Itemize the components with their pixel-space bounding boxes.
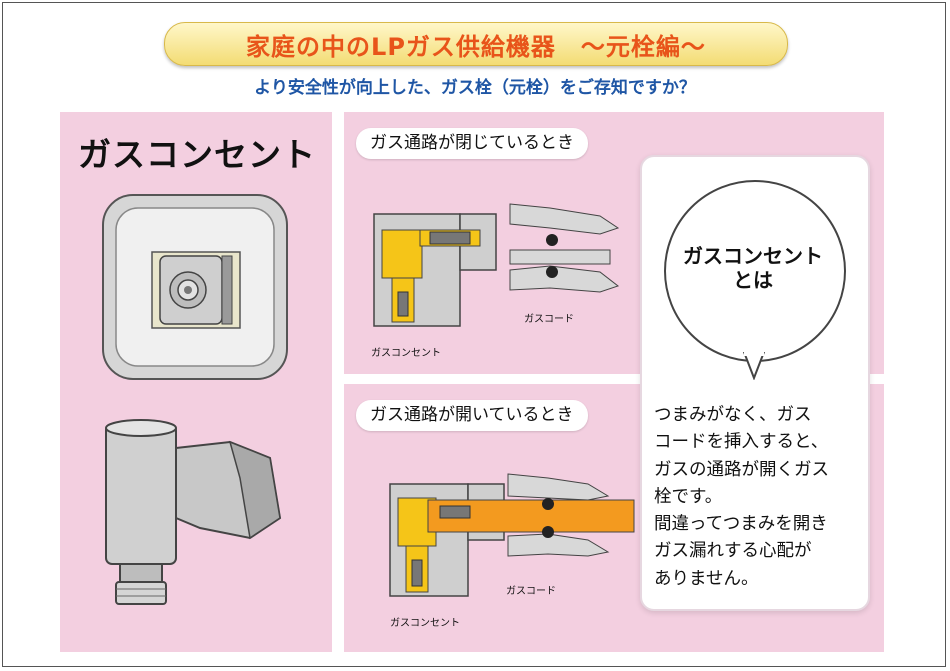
- desc-line: 間違ってつまみを開き: [654, 514, 828, 535]
- desc-line: 栓です。: [654, 486, 723, 507]
- open-cross-section-illustration: [389, 473, 635, 597]
- desc-line: ガス漏れする心配が: [654, 541, 812, 562]
- closed-cross-section-illustration: [373, 203, 620, 327]
- definition-circle: [664, 180, 846, 362]
- definition-heading: ガスコンセント とは: [683, 244, 823, 292]
- left-heading: ガスコンセント: [78, 135, 316, 174]
- gas-outlet-front-illustration: [102, 194, 288, 380]
- gas-outlet-side-illustration: [105, 419, 282, 605]
- open-state-tag: ガス通路が開いているとき: [356, 400, 588, 431]
- desc-line: ありません。: [654, 568, 759, 589]
- closed-state-tag: ガス通路が閉じているとき: [356, 128, 588, 159]
- page-title: 家庭の中のLPガス供給機器 ～元栓編～: [246, 32, 706, 61]
- open-cord-label: ガスコード: [506, 586, 556, 597]
- circle-pointer: [742, 352, 766, 380]
- closed-outlet-label: ガスコンセント: [371, 348, 441, 359]
- desc-line: つまみがなく、ガス: [654, 405, 812, 425]
- desc-line: ガスの通路が開くガス: [654, 459, 829, 480]
- title-banner: 家庭の中のLPガス供給機器 ～元栓編～: [164, 22, 788, 66]
- desc-line: コードを挿入すると、: [654, 432, 829, 453]
- open-outlet-label: ガスコンセント: [390, 618, 460, 629]
- definition-description: つまみがなく、ガス コードを挿入すると、 ガスの通路が開くガス 栓です。 間違っ…: [654, 402, 864, 593]
- page-subtitle: より安全性が向上した、ガス栓（元栓）をご存知ですか？: [254, 78, 696, 98]
- closed-cord-label: ガスコード: [524, 314, 574, 325]
